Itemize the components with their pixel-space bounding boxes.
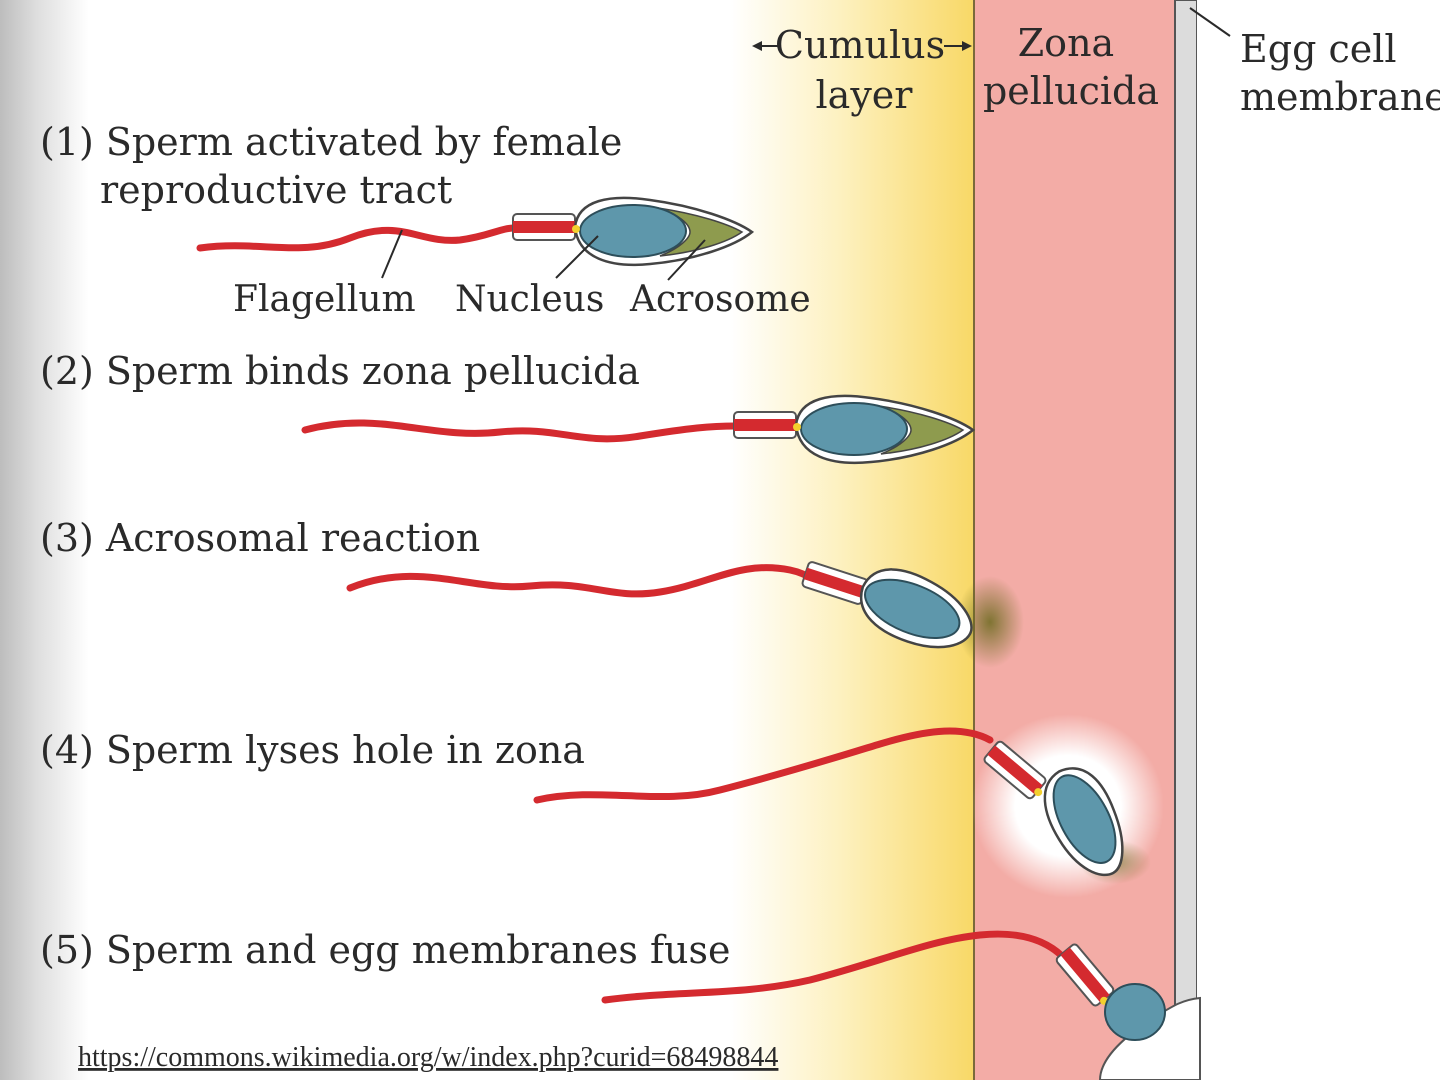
midpiece-4-core — [987, 745, 1043, 795]
step-4-caption: (4) Sperm lyses hole in zona — [40, 728, 585, 772]
midpiece-3-core — [803, 567, 867, 599]
acrosome-label: Acrosome — [629, 279, 811, 320]
midpiece-1-core — [513, 221, 575, 233]
cumulus-layer-region — [730, 0, 975, 1080]
part-labels: Flagellum Nucleus Acrosome — [233, 229, 811, 320]
zona-label: Zona pellucida — [983, 21, 1159, 113]
flagellum-1 — [196, 224, 519, 252]
membrane-leader-line — [1189, 7, 1231, 37]
zona-label-line2: pellucida — [983, 69, 1159, 113]
step-4-number: (4) — [40, 728, 94, 772]
step-3-text: Acrosomal reaction — [105, 516, 480, 560]
egg-cell-membrane — [1174, 0, 1198, 1080]
step-2-number: (2) — [40, 349, 94, 393]
acrosome-1 — [657, 207, 744, 257]
step-3-caption: (3)Acrosomal reaction — [40, 516, 480, 560]
step-2-text: Sperm binds zona pellucida — [106, 349, 640, 393]
step-5-text: Sperm and egg membranes fuse — [106, 928, 731, 972]
step-5-number: (5) — [40, 928, 94, 972]
step-1-number: (1) — [40, 120, 94, 164]
cumulus-arrowhead-right — [962, 41, 972, 51]
cumulus-label-line1: Cumulus — [775, 23, 945, 67]
nucleus-4 — [1052, 774, 1117, 864]
cumulus-label-line2: layer — [816, 73, 914, 117]
acrosome-leader-line — [667, 239, 706, 281]
sperm-step-5 — [601, 930, 1166, 1041]
sperm-step-3 — [346, 561, 973, 649]
nucleus-5 — [1104, 983, 1166, 1041]
sperm-step-2 — [301, 394, 976, 465]
source-url: https://commons.wikimedia.org/w/index.ph… — [78, 1042, 778, 1073]
acrosome-2 — [878, 405, 965, 455]
sperm-step-1 — [196, 196, 755, 267]
membrane-label: Egg cell membrane — [1189, 7, 1440, 119]
sperm-4-head — [1043, 767, 1124, 877]
svg-text:(2)Sperm binds zona pellucida: (2) Sperm binds zona pellucida — [40, 349, 640, 393]
step-3-number: (3) — [40, 516, 94, 560]
membrane-label-line1: Egg cell — [1240, 27, 1397, 71]
cumulus-label: Cumulus layer — [752, 23, 972, 117]
membrane-label-line2: membrane — [1240, 75, 1440, 119]
flagellum-4 — [533, 727, 994, 804]
step-4-text: Sperm lyses hole in zona — [106, 728, 585, 772]
step-1-caption: (1) Sperm activated by female reproductiv… — [40, 120, 622, 212]
sperm-step-4 — [533, 727, 1124, 877]
sperm-5-body — [1055, 943, 1115, 1007]
svg-text:(5)Sperm and egg membranes fus: (5) Sperm and egg membranes fuse — [40, 928, 730, 972]
svg-text:(1)Sperm activated by female: (1) Sperm activated by female — [40, 120, 622, 164]
cumulus-arrowhead-left — [752, 41, 762, 51]
flagellum-5 — [601, 930, 1066, 1004]
step-1-text: Sperm activated by female — [106, 120, 623, 164]
nucleus-leader-line — [555, 235, 599, 279]
centriole-4 — [1034, 788, 1043, 797]
step-5-caption: (5) Sperm and egg membranes fuse — [40, 928, 730, 972]
zona-pellucida-region — [975, 0, 1175, 1080]
egg-cytoplasm-region — [1197, 0, 1440, 1080]
centriole-2 — [793, 423, 801, 431]
step-2-caption: (2) Sperm binds zona pellucida — [40, 349, 640, 393]
sperm-4-body — [983, 740, 1047, 800]
nucleus-3 — [863, 578, 961, 639]
nucleus-label: Nucleus — [455, 279, 604, 320]
nucleus-2 — [800, 402, 908, 456]
sperm-3-head — [860, 568, 973, 649]
step-1-text-line2: reproductive tract — [100, 168, 452, 212]
zona-label-line1: Zona — [1018, 21, 1114, 65]
svg-text:(4)Sperm lyses hole in zona: (4) Sperm lyses hole in zona — [40, 728, 585, 772]
flagellum-label: Flagellum — [233, 279, 416, 320]
background-fluid — [0, 0, 740, 1080]
acrosomal-enzyme-release — [956, 576, 1024, 668]
centriole-1 — [572, 225, 580, 233]
midpiece-2-core — [734, 419, 796, 431]
flagellum-3 — [346, 564, 818, 598]
nucleus-1 — [579, 204, 687, 258]
flagellum-2 — [301, 419, 740, 443]
svg-text:(3)Acrosomal reaction: (3)Acrosomal reaction — [40, 516, 480, 560]
flagellum-leader-line — [381, 229, 403, 279]
midpiece-5-core — [1060, 947, 1110, 1003]
